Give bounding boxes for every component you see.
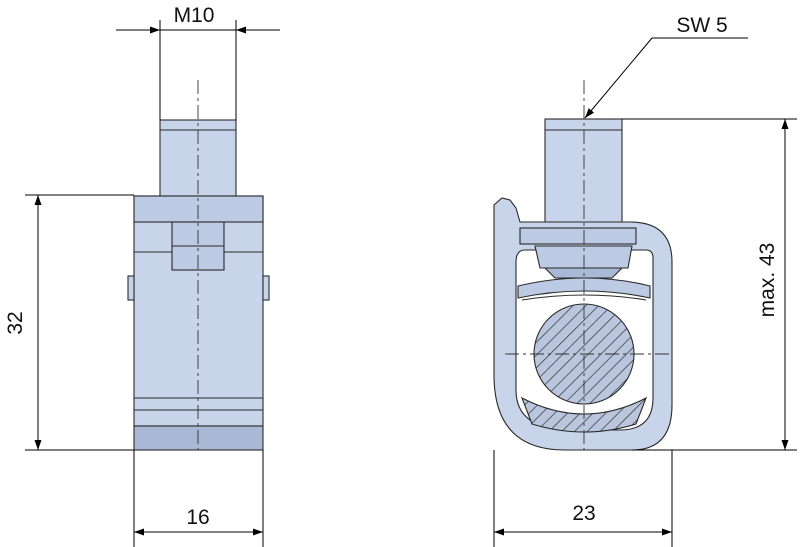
dim-height-side-label: max. 43 <box>756 243 779 318</box>
front-base <box>133 425 264 451</box>
dim-thread-label: M10 <box>174 4 215 27</box>
front-view <box>127 119 270 451</box>
dimension-lines <box>25 20 797 547</box>
dim-width-front-label: 16 <box>186 506 209 529</box>
dim-width-side-label: 23 <box>572 502 595 525</box>
dim-height-front-label: 32 <box>4 311 27 334</box>
side-view <box>493 118 673 451</box>
side-stud <box>544 118 623 230</box>
dim-hex-key-label: SW 5 <box>676 14 727 37</box>
dimension-labels: M10 32 16 23 max. 43 SW 5 <box>4 4 779 529</box>
